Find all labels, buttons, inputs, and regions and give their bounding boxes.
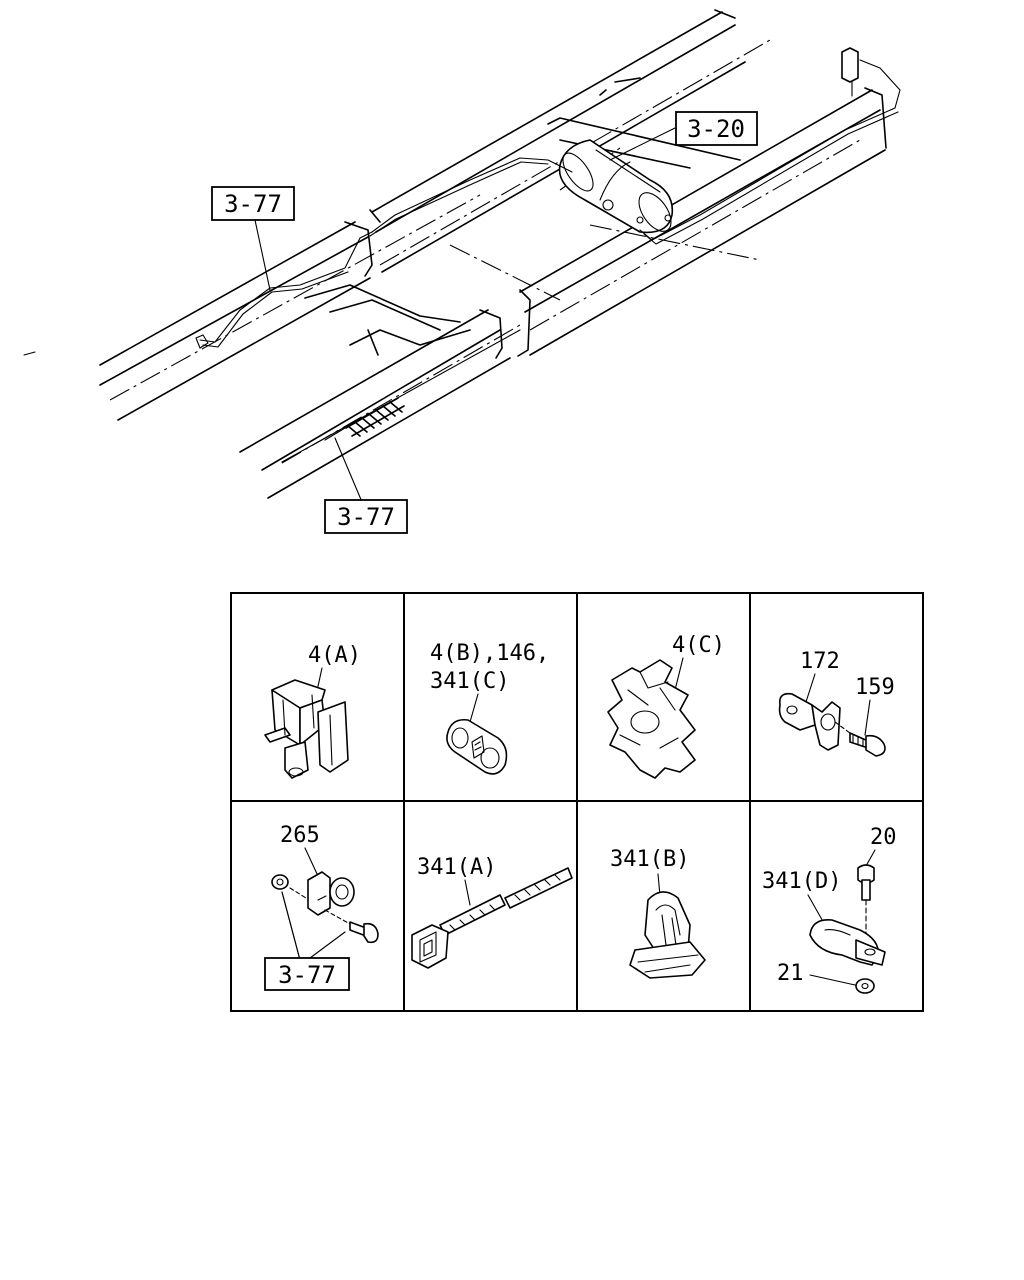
part-label: 265 — [280, 823, 320, 848]
part-cell-4c[interactable]: 4(C) — [607, 633, 725, 779]
part-cell-341a[interactable]: 341(A) — [411, 855, 573, 969]
part-label: 159 — [855, 675, 895, 700]
clip-4a-drawing — [264, 679, 349, 779]
part-label: 20 — [870, 825, 897, 850]
callout-label: 3-77 — [224, 190, 282, 218]
callout-label: 3-77 — [337, 503, 395, 531]
part-cell-265[interactable]: 265 3-77 — [264, 823, 379, 991]
part-label: 4(C) — [672, 633, 725, 658]
clip-341c-drawing — [446, 718, 508, 775]
callout-label: 3-20 — [687, 115, 745, 143]
part-cell-172-159[interactable]: 172 159 — [778, 649, 895, 757]
brake-cable — [281, 329, 521, 463]
part-cell-4a[interactable]: 4(A) — [264, 643, 361, 779]
part-label: 21 — [777, 961, 804, 986]
part-cell-20-341d-21[interactable]: 20 341(D) 21 — [762, 825, 897, 994]
callout-3-77-upper[interactable]: 3-77 — [211, 186, 295, 221]
bolt-20-drawing — [857, 864, 875, 956]
chassis-frame-drawing — [23, 9, 901, 503]
part-label: 4(B),146, — [430, 641, 549, 666]
clip-4c-drawing — [607, 659, 696, 779]
part-label: 341(A) — [417, 855, 496, 880]
part-cell-4b-146-341c[interactable]: 4(B),146, 341(C) — [430, 641, 549, 775]
bolt-159-drawing — [834, 721, 886, 757]
callout-3-77-box[interactable] — [264, 957, 350, 991]
nut-21-drawing — [855, 978, 875, 994]
clip-341b-drawing — [629, 891, 706, 979]
part-label: 341(C) — [430, 669, 509, 694]
callout-3-77-lower[interactable]: 3-77 — [324, 499, 408, 534]
bracket-172-drawing — [778, 692, 841, 751]
clamp-265-drawing — [271, 871, 379, 944]
part-label: 172 — [800, 649, 840, 674]
air-tank — [558, 139, 674, 234]
part-label: 341(B) — [610, 847, 689, 872]
callout-label: 3-77 — [278, 961, 336, 989]
clamp-341d-drawing — [809, 918, 886, 966]
part-label: 341(D) — [762, 869, 841, 894]
part-label: 4(A) — [308, 643, 361, 668]
callout-3-20[interactable]: 3-20 — [675, 111, 758, 146]
brake-pipe — [23, 47, 901, 356]
parts-table — [230, 592, 924, 1012]
part-cell-341b[interactable]: 341(B) — [610, 847, 706, 979]
cable-tie-341a-drawing — [411, 867, 573, 969]
